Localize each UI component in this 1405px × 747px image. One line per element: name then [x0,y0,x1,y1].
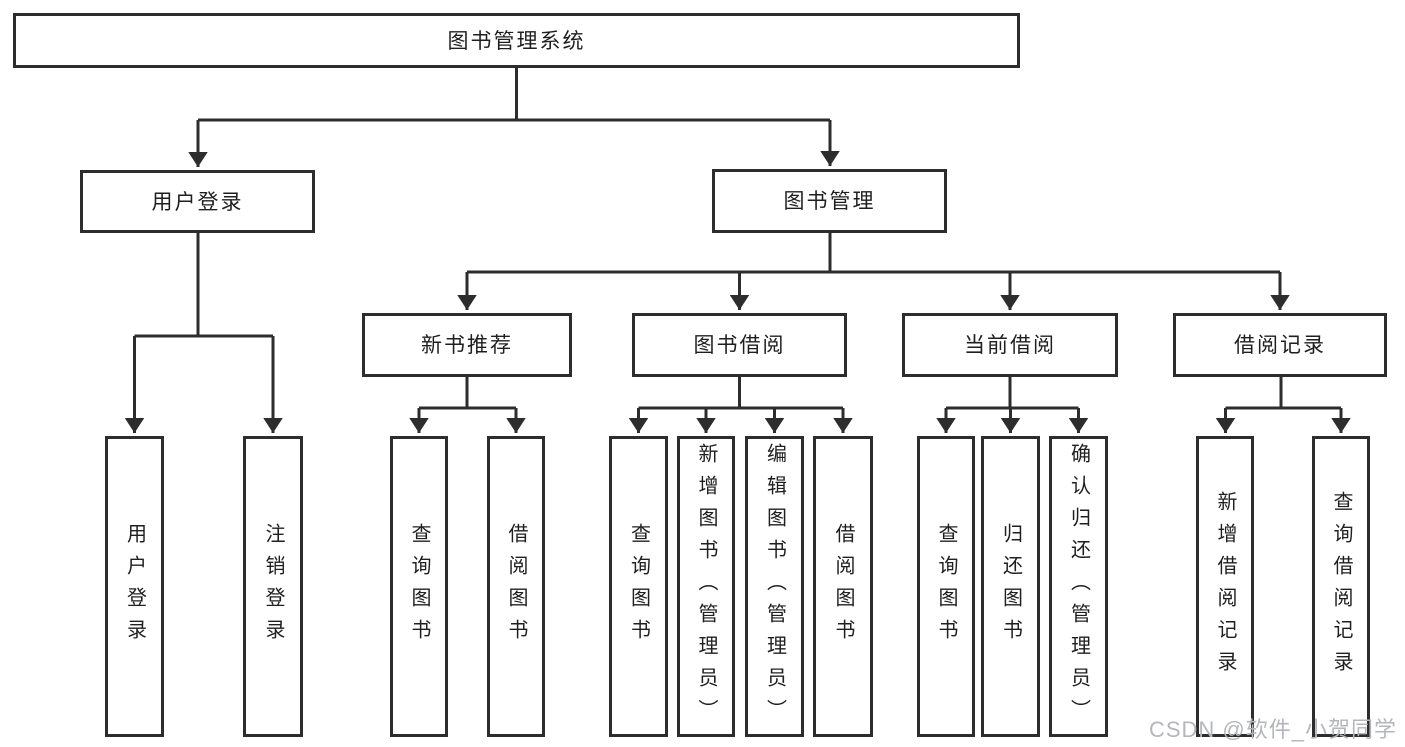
node-leaf-add-book-admin: 新增图书（管理员） [677,436,735,737]
node-leaf-query-book: 查询图书 [390,436,448,737]
node-current-borrowing: 当前借阅 [902,313,1118,377]
node-leaf-borrow-book: 借阅图书 [487,436,545,737]
node-root-system: 图书管理系统 [13,13,1020,68]
node-leaf-edit-book-admin: 编辑图书（管理员） [745,436,804,737]
node-leaf-query-book: 查询图书 [609,436,668,737]
node-borrow-records: 借阅记录 [1173,313,1387,377]
node-new-book-recommend-label: 新书推荐 [421,334,513,357]
leaf-label: 查询图书 [627,522,650,651]
leaf-label: 新增借阅记录 [1214,490,1236,683]
node-borrow-records-label: 借阅记录 [1234,334,1326,357]
node-leaf-confirm-return-admin: 确认归还（管理员） [1049,436,1108,737]
node-leaf-logout: 注销登录 [243,436,303,737]
node-leaf-return-book: 归还图书 [981,436,1040,737]
leaf-label: 查询图书 [408,522,430,651]
leaf-label: 归还图书 [999,522,1022,651]
node-current-borrowing-label: 当前借阅 [964,334,1056,357]
node-leaf-borrow-book: 借阅图书 [813,436,873,737]
leaf-label: 确认归还（管理员） [1067,442,1090,731]
node-root-label: 图书管理系统 [447,29,586,53]
leaf-label: 编辑图书（管理员） [763,442,786,731]
csdn-watermark: CSDN @软件_小贺同学 [1148,717,1397,742]
node-user-login: 用户登录 [80,170,315,233]
connector-current-borrow-branch [936,377,1089,433]
node-book-management: 图书管理 [712,169,947,233]
leaf-label: 查询借阅记录 [1330,490,1352,683]
connector-book-mgmt-branch [457,233,1290,310]
node-leaf-query-book: 查询图书 [917,436,975,737]
node-leaf-query-borrow-record: 查询借阅记录 [1312,436,1370,737]
node-leaf-user-login: 用户登录 [105,436,164,737]
connector-root-to-level2 [188,68,840,167]
node-book-management-label: 图书管理 [783,190,876,213]
connector-book-borrow-branch [628,377,853,433]
connector-user-login-branch [124,233,283,433]
node-book-borrowing: 图书借阅 [632,313,847,377]
node-user-login-label: 用户登录 [151,190,244,214]
leaf-label: 用户登录 [123,522,146,651]
leaf-label: 新增图书（管理员） [695,442,717,731]
connector-new-books-branch [409,377,526,433]
leaf-label: 注销登录 [262,522,284,651]
leaf-label: 借阅图书 [505,522,527,651]
node-new-book-recommend: 新书推荐 [362,313,572,377]
node-leaf-add-borrow-record: 新增借阅记录 [1196,436,1254,737]
connector-borrow-records-branch [1215,377,1351,433]
leaf-label: 查询图书 [935,522,957,651]
leaf-label: 借阅图书 [832,522,854,651]
node-book-borrowing-label: 图书借阅 [693,334,786,357]
